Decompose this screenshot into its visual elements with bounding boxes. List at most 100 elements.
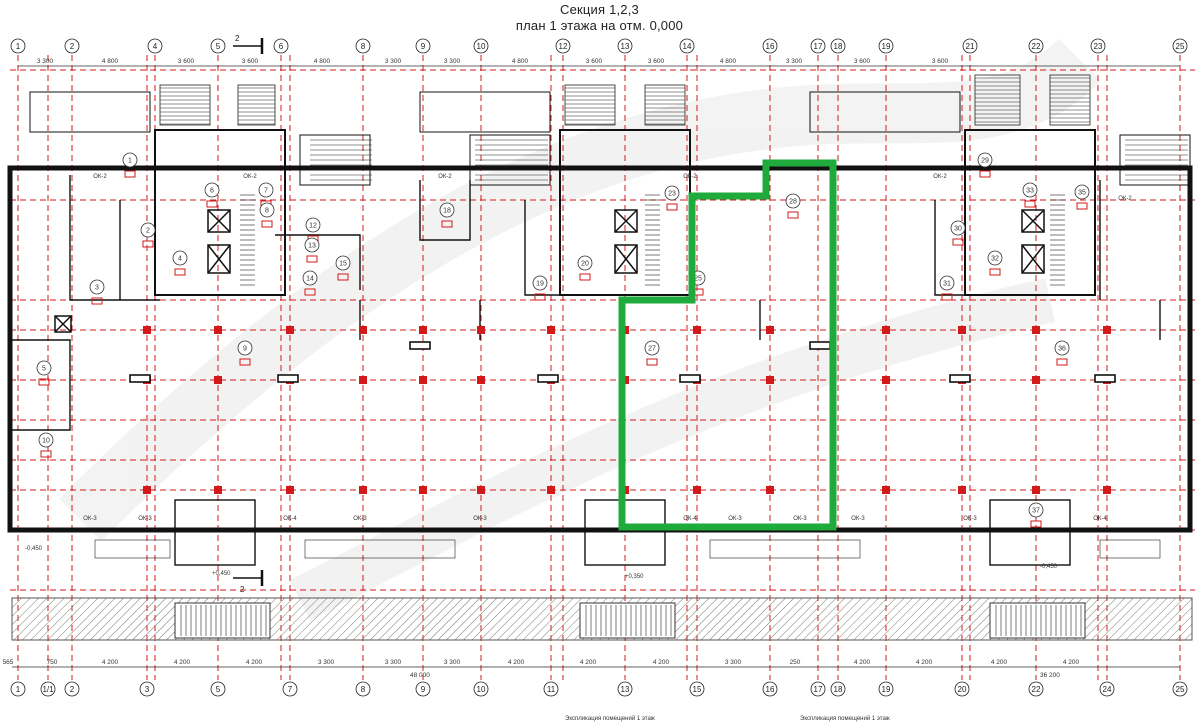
room-number: 31 <box>943 281 951 288</box>
window-tag: ОК-3 <box>83 516 97 522</box>
axis-marker: 10 <box>473 38 489 54</box>
axis-marker: 17 <box>810 38 826 54</box>
room-marker-7: 7 <box>258 182 274 208</box>
room-number: 15 <box>339 261 347 268</box>
level-mark-2: +0,450 <box>212 571 231 577</box>
room-number: 14 <box>306 276 314 283</box>
axis-marker: 22 <box>1028 38 1044 54</box>
axis-label: 18 <box>834 685 843 694</box>
room-marker-32: 32 <box>987 250 1003 276</box>
column <box>214 376 222 384</box>
column <box>547 486 555 494</box>
room-number: 3 <box>95 285 99 292</box>
axis-marker: 13 <box>617 38 633 54</box>
horizontal-gridlines <box>10 69 1195 591</box>
axis-label: 9 <box>421 685 426 694</box>
axis-label: 23 <box>1094 42 1103 51</box>
axis-marker: 2 <box>64 38 80 54</box>
axis-marker: 16 <box>762 681 778 697</box>
axis-label: 6 <box>279 42 284 51</box>
axis-label: 21 <box>966 42 975 51</box>
dimension-bottom: 4 200 <box>1063 659 1080 666</box>
room-marker-37: 37 <box>1028 502 1044 528</box>
room-marker-14: 14 <box>302 270 318 296</box>
axis-label: 1/1 <box>42 685 54 694</box>
window-tag: ОК-4 <box>683 516 697 522</box>
column <box>214 486 222 494</box>
axis-label: 14 <box>683 42 692 51</box>
room-number: 19 <box>536 281 544 288</box>
level-mark-4: -0,450 <box>1040 564 1058 570</box>
window-tag: ОК-4 <box>1093 516 1107 522</box>
axis-label: 20 <box>958 685 967 694</box>
dimension-bottom: 4 200 <box>246 659 263 666</box>
room-marker-2: 2 <box>140 222 156 248</box>
dimension-top: 4 800 <box>720 58 737 65</box>
room-marker-36: 36 <box>1054 340 1070 366</box>
room-marker-23: 23 <box>664 185 680 211</box>
axis-marker: 23 <box>1090 38 1106 54</box>
axis-label: 17 <box>814 42 823 51</box>
window-tag: ОК-2 <box>243 174 257 180</box>
dimension-top: 3 600 <box>932 58 949 65</box>
column <box>958 486 966 494</box>
dimension-top: 3 300 <box>444 58 461 65</box>
room-marker-13: 13 <box>304 237 320 263</box>
column <box>693 486 701 494</box>
axis-label: 2 <box>70 42 75 51</box>
room-marker-33: 33 <box>1022 182 1038 208</box>
room-number: 2 <box>146 228 150 235</box>
column <box>477 376 485 384</box>
axis-label: 5 <box>216 42 221 51</box>
title-plan: план 1 этажа на отм. 0,000 <box>515 18 684 33</box>
axis-label: 1 <box>16 685 21 694</box>
dimension-bottom: 3 300 <box>725 659 742 666</box>
dimension-bottom: 4 200 <box>653 659 670 666</box>
column <box>882 486 890 494</box>
axis-label: 22 <box>1032 685 1041 694</box>
beam <box>809 341 831 350</box>
axis-label: 8 <box>361 42 366 51</box>
overall-dim-left: 48 000 <box>410 672 430 679</box>
axis-marker: 3 <box>139 681 155 697</box>
hatched-foundation-strip <box>11 597 1193 641</box>
axis-marker: 5 <box>210 681 226 697</box>
axis-label: 13 <box>621 42 630 51</box>
beam <box>277 374 299 383</box>
dimension-bottom: 4 200 <box>916 659 933 666</box>
overall-dim-right: 36 200 <box>1040 672 1060 679</box>
room-marker-19: 19 <box>532 275 548 301</box>
dimension-top: 3 300 <box>385 58 402 65</box>
dimension-bottom: 4 200 <box>174 659 191 666</box>
room-marker-4: 4 <box>172 250 188 276</box>
room-marker-28: 28 <box>785 193 801 219</box>
room-marker-5: 5 <box>36 360 52 386</box>
column <box>766 486 774 494</box>
axis-marker: 9 <box>415 681 431 697</box>
stair-treads <box>159 74 1188 286</box>
window-tag: ОК-3 <box>138 516 152 522</box>
axis-marker: 7 <box>282 681 298 697</box>
room-marker-31: 31 <box>939 275 955 301</box>
beam <box>129 374 151 383</box>
footer-caption-left: Экспликация помещений 1 этаж <box>565 715 655 722</box>
column <box>359 376 367 384</box>
section-label-top: 2 <box>235 34 240 43</box>
axis-label: 16 <box>766 685 775 694</box>
title-section: Секция 1,2,3 <box>560 2 639 17</box>
window-tag: ОК-3 <box>851 516 865 522</box>
room-number: 37 <box>1032 508 1040 515</box>
axis-label: 3 <box>145 685 150 694</box>
axis-marker: 16 <box>762 38 778 54</box>
room-number: 18 <box>443 208 451 215</box>
axis-marker: 5 <box>210 38 226 54</box>
column <box>143 486 151 494</box>
room-number: 30 <box>954 226 962 233</box>
room-number: 10 <box>42 438 50 445</box>
exterior-walls <box>7 165 1193 533</box>
beam <box>679 374 701 383</box>
